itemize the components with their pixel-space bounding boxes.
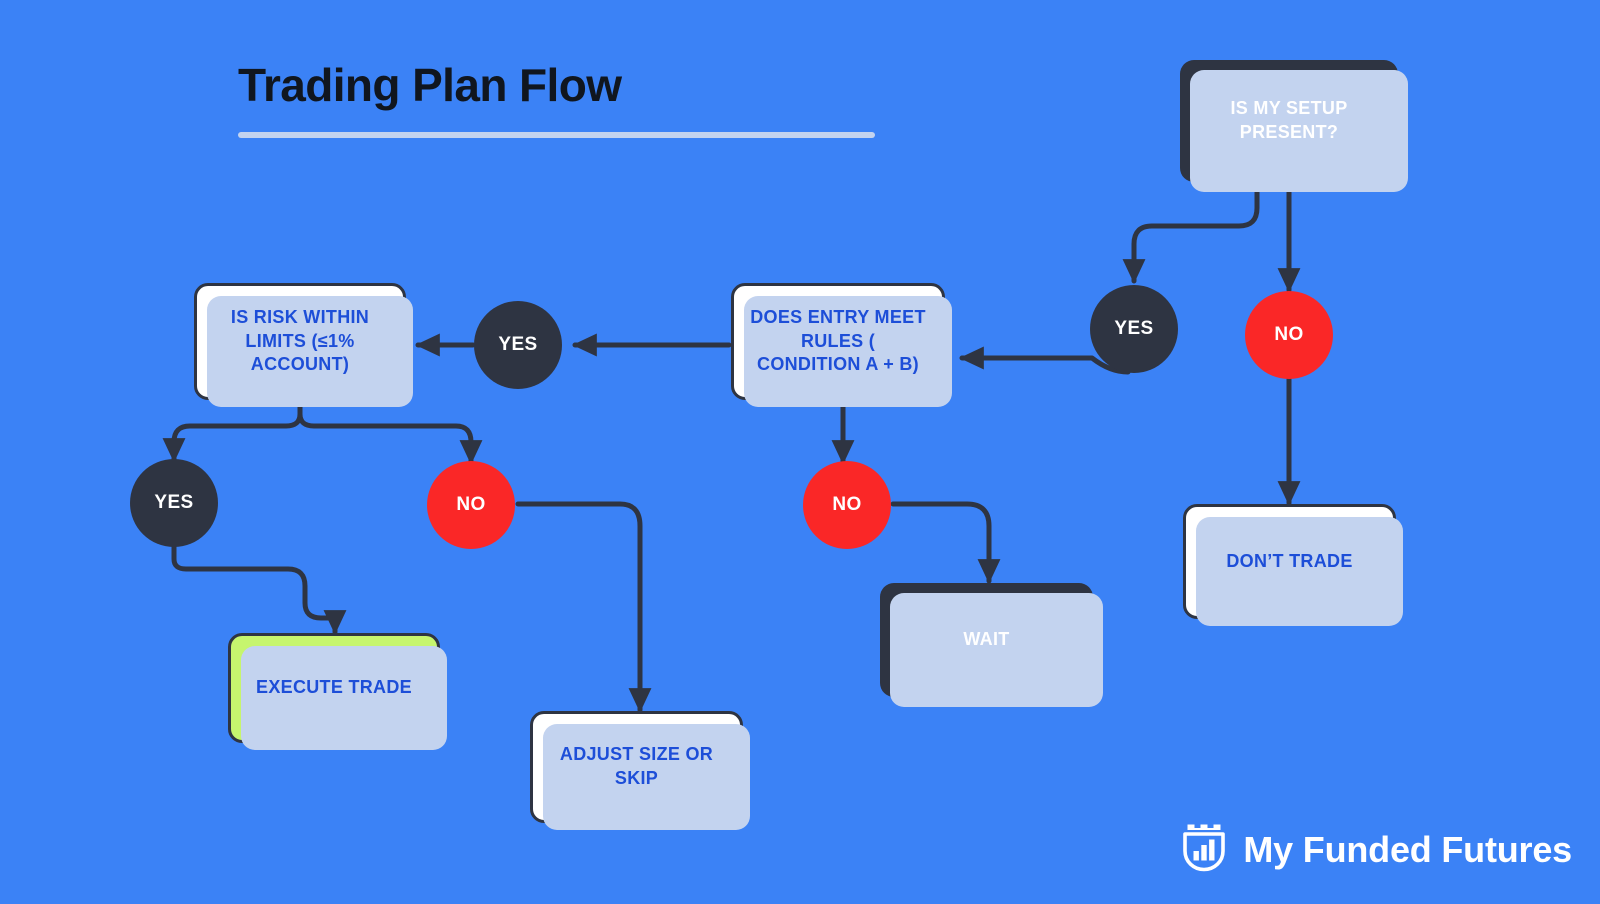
node-shadow [241,646,447,750]
edge-riskno-to-adjust [515,501,652,713]
decision-label: YES [1114,318,1154,339]
node-shadow [890,593,1103,707]
decision-label: NO [1274,324,1304,345]
decision-label: NO [456,494,486,515]
brand-name: My Funded Futures [1243,828,1572,870]
node-dont-trade[interactable]: DON’T TRADE [1183,504,1403,626]
decision-label: NO [832,494,862,515]
edge-risk-to-riskyes [162,397,303,463]
node-label: DOES ENTRY MEET RULES ( CONDITION A + B) [750,306,926,375]
node-label: ADJUST SIZE OR SKIP [559,744,714,788]
decision-label: YES [498,334,538,355]
node-label: IS MY SETUP PRESENT? [1230,98,1348,142]
edge-entryno-to-wait [890,501,1001,584]
decision-setup-yes[interactable]: YES [1090,285,1178,373]
node-shadow [1196,517,1403,626]
decision-entry-no[interactable]: NO [803,461,891,549]
node-shadow [744,296,952,407]
decision-label: YES [154,492,194,513]
decision-setup-no[interactable]: NO [1245,291,1333,379]
shield-chart-icon [1179,821,1229,878]
edge-risk-to-riskno [297,397,483,465]
title-block: Trading Plan Flow [238,58,875,138]
page-title: Trading Plan Flow [238,59,622,111]
node-label: EXECUTE TRADE [256,677,412,698]
decision-entry-yes[interactable]: YES [474,301,562,389]
node-shadow [1190,70,1408,192]
brand-logo: My Funded Futures [1179,821,1572,878]
node-is-risk-within-limits[interactable]: IS RISK WITHIN LIMITS (≤1% ACCOUNT) [194,283,413,407]
decision-risk-yes[interactable]: YES [130,459,218,547]
node-label: IS RISK WITHIN LIMITS (≤1% ACCOUNT) [230,306,370,375]
node-shadow [207,296,413,407]
node-execute-trade[interactable]: EXECUTE TRADE [228,633,447,750]
node-wait[interactable]: WAIT [880,583,1103,707]
node-shadow [543,724,750,830]
decision-risk-no[interactable]: NO [427,461,515,549]
node-is-my-setup-present[interactable]: IS MY SETUP PRESENT? [1180,60,1408,192]
title-underline [238,132,875,138]
edge-riskyes-to-execute [171,543,347,635]
node-adjust-size-or-skip[interactable]: ADJUST SIZE OR SKIP [530,711,750,830]
edge-setup-to-yes [1122,179,1260,284]
node-label: WAIT [963,629,1010,650]
node-label: DON’T TRADE [1226,550,1353,571]
node-does-entry-meet-rules[interactable]: DOES ENTRY MEET RULES ( CONDITION A + B) [731,283,952,407]
